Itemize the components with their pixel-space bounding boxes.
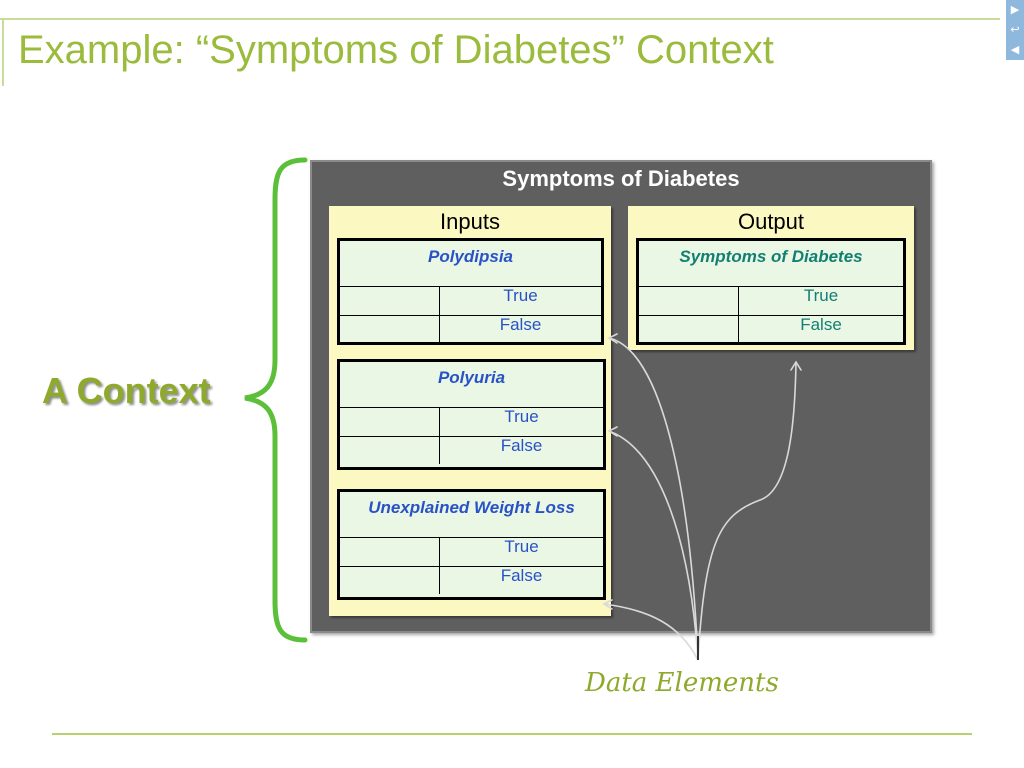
slide-nav: ▶ ↩ ◀ (1006, 0, 1024, 60)
value-true: True (503, 286, 538, 305)
data-element-symptoms-of-diabetes[interactable]: Symptoms of Diabetes True False (636, 238, 906, 345)
inputs-panel: Inputs Polydipsia True False Polyuria Tr… (329, 206, 611, 616)
table-row: False (340, 566, 603, 594)
value-false: False (499, 315, 542, 334)
data-element-name: Symptoms of Diabetes (639, 241, 903, 287)
value-true: True (803, 286, 839, 305)
table-row: False (340, 436, 603, 464)
bottom-divider (52, 733, 972, 735)
data-element-name: Unexplained Weight Loss (340, 492, 603, 538)
output-title: Output (737, 209, 805, 234)
table-row: True (639, 287, 903, 315)
table-row: False (340, 315, 601, 343)
context-title: Symptoms of Diabetes (502, 166, 740, 191)
value-false: False (500, 566, 543, 585)
context-label: A Context (42, 370, 211, 411)
top-divider (0, 18, 1000, 20)
title-left-accent (2, 18, 4, 86)
value-false: False (500, 436, 543, 455)
data-element-polydipsia[interactable]: Polydipsia True False (337, 238, 604, 345)
data-element-name: Polydipsia (340, 241, 601, 287)
slide-title: Example: “Symptoms of Diabetes” Context (18, 28, 774, 72)
value-false: False (800, 315, 842, 334)
value-true: True (504, 537, 539, 556)
output-panel: Output Symptoms of Diabetes True False (628, 206, 914, 350)
next-slide-icon[interactable]: ▶ (1010, 3, 1020, 16)
previous-slide-icon[interactable]: ◀ (1010, 43, 1020, 56)
table-row: True (340, 538, 603, 566)
data-element-unexplained-weight-loss[interactable]: Unexplained Weight Loss True False (337, 489, 606, 600)
data-element-name: Polyuria (340, 362, 603, 408)
value-true: True (504, 407, 539, 426)
return-icon[interactable]: ↩ (1010, 23, 1020, 36)
table-row: True (340, 287, 601, 315)
data-elements-label: Data Elements (585, 668, 779, 698)
table-row: True (340, 408, 603, 436)
context-box: Symptoms of Diabetes Inputs Polydipsia T… (310, 160, 932, 633)
inputs-title: Inputs (440, 209, 500, 234)
data-element-polyuria[interactable]: Polyuria True False (337, 359, 606, 470)
table-row: False (639, 315, 903, 343)
